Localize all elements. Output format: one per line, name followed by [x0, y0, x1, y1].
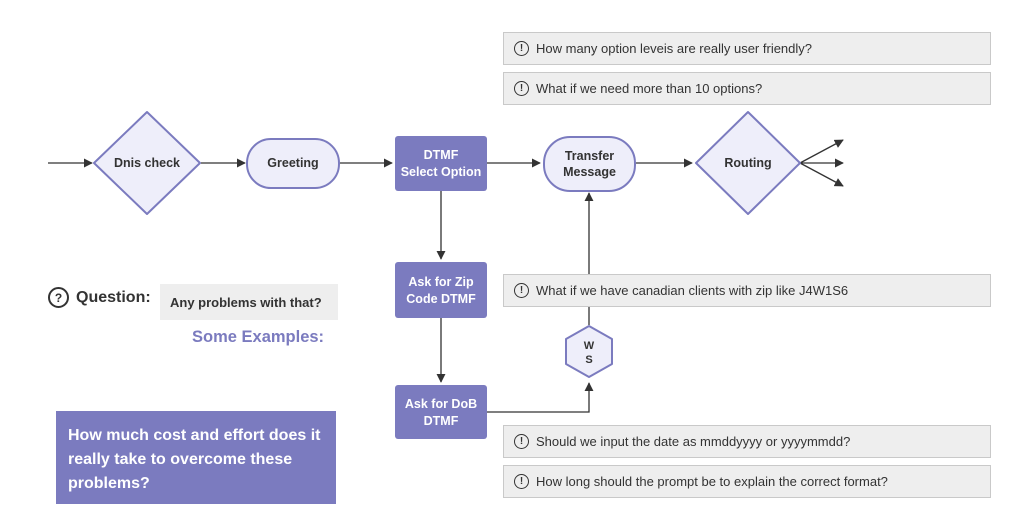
routing-label: Routing [724, 156, 771, 170]
note-date-format: ! Should we input the date as mmddyyyy o… [503, 425, 991, 458]
question-label: Question: [76, 288, 151, 306]
zip-label-line1: Ask for Zip [408, 275, 474, 289]
question-text: Any problems with that? [170, 294, 322, 310]
cost-effort-text: How much cost and effort does it really … [68, 427, 321, 492]
dtmf-select-option-node: DTMF Select Option [395, 136, 487, 191]
note-text: Should we input the date as mmddyyyy or … [536, 434, 851, 449]
question-icon: ? [48, 287, 69, 308]
dnis-check-diamond: Dnis check [93, 111, 201, 215]
note-text: How many option leveis are really user f… [536, 41, 813, 56]
note-text: How long should the prompt be to explain… [536, 474, 888, 489]
exclamation-icon: ! [514, 474, 529, 489]
exclamation-icon: ! [514, 41, 529, 56]
dtmf-select-label-line2: Select Option [401, 165, 482, 179]
transfer-label-line1: Transfer [565, 149, 614, 163]
exclamation-icon: ! [514, 434, 529, 449]
zip-label-line2: Code DTMF [406, 292, 476, 306]
note-canadian-zip: ! What if we have canadian clients with … [503, 274, 991, 307]
ws-label-line2: S [585, 354, 592, 366]
examples-label: Some Examples: [192, 328, 325, 346]
note-text: What if we have canadian clients with zi… [536, 283, 849, 298]
greeting-label: Greeting [267, 156, 318, 170]
exclamation-icon: ! [514, 81, 529, 96]
cost-effort-callout: How much cost and effort does it really … [56, 411, 336, 504]
arrow-routing-out-1 [799, 139, 844, 164]
note-option-levels: ! How many option leveis are really user… [503, 32, 991, 65]
ws-hexagon: W S [565, 325, 613, 378]
exclamation-icon: ! [514, 283, 529, 298]
question-heading: ? Question: [48, 287, 151, 308]
note-prompt-length: ! How long should the prompt be to expla… [503, 465, 991, 498]
dob-label-line2: DTMF [424, 414, 459, 428]
routing-diamond: Routing [695, 111, 801, 215]
ask-zip-node: Ask for Zip Code DTMF [395, 262, 487, 318]
arrow-routing-out-3 [799, 162, 844, 187]
transfer-label-line2: Message [563, 165, 616, 179]
note-text: What if we need more than 10 options? [536, 81, 763, 96]
ask-dob-node: Ask for DoB DTMF [395, 385, 487, 439]
note-more-options: ! What if we need more than 10 options? [503, 72, 991, 105]
greeting-node: Greeting [246, 138, 340, 189]
question-box: Any problems with that? [160, 284, 338, 320]
dtmf-select-label-line1: DTMF [424, 148, 459, 162]
transfer-message-node: Transfer Message [543, 136, 636, 192]
dnis-check-label: Dnis check [114, 156, 180, 170]
ws-label-line1: W [584, 340, 595, 352]
arrow-dob-ws [487, 382, 594, 413]
dob-label-line1: Ask for DoB [405, 397, 477, 411]
